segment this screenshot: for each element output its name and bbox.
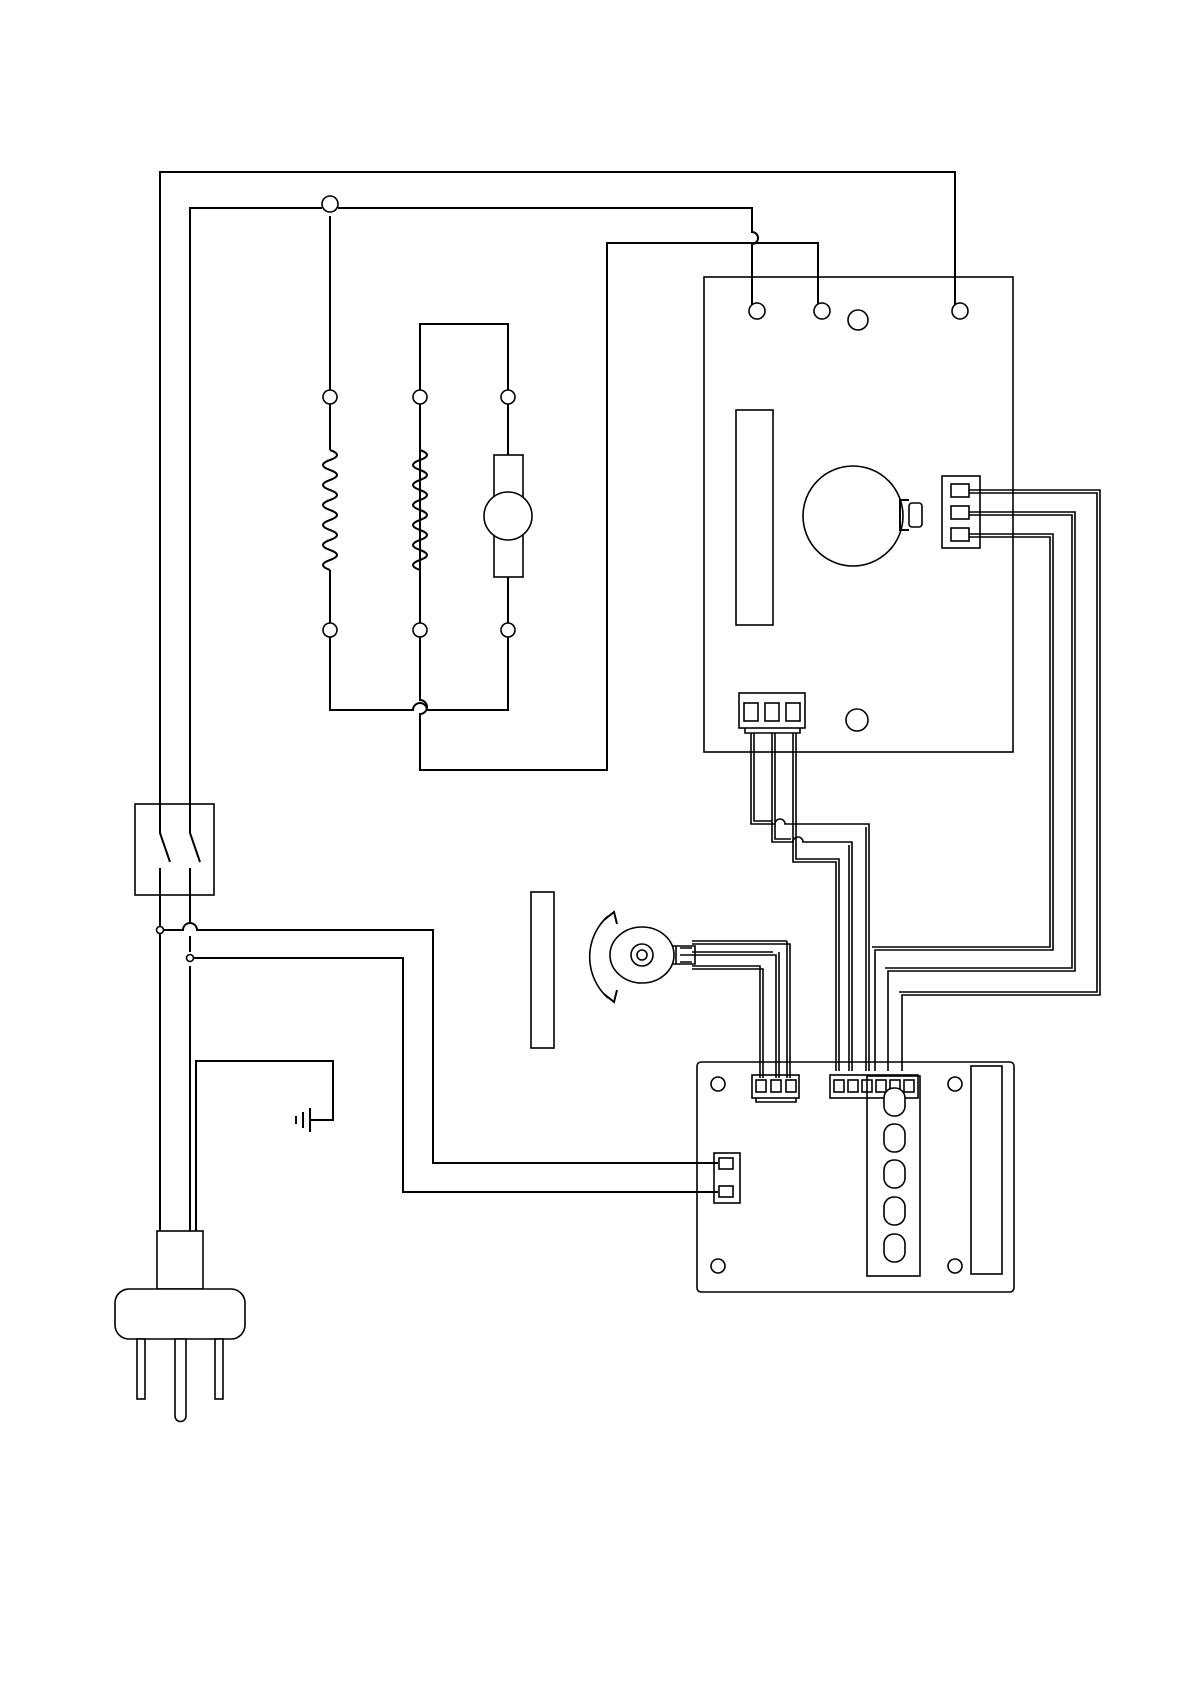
terminal-motor-bottom bbox=[501, 623, 515, 637]
relay-coil bbox=[803, 466, 903, 566]
small-capacitor bbox=[909, 503, 922, 527]
power-plug-icon bbox=[115, 1231, 245, 1422]
terminal-heater-2-top bbox=[413, 390, 427, 404]
button-column bbox=[867, 1076, 920, 1276]
double-pole-switch-icon bbox=[135, 804, 214, 895]
terminal-heater-1-bottom bbox=[323, 623, 337, 637]
terminal-motor-top bbox=[501, 390, 515, 404]
mounting-hole-2 bbox=[846, 709, 868, 731]
relay-terminal-2 bbox=[814, 303, 830, 319]
relay-board bbox=[704, 277, 1013, 752]
relay-component bbox=[736, 410, 773, 625]
board-display-strip bbox=[971, 1066, 1002, 1274]
mounting-hole-br bbox=[948, 1259, 962, 1273]
mounting-hole-tr bbox=[948, 1077, 962, 1091]
relay-connector-bottom bbox=[739, 693, 805, 733]
display-window bbox=[531, 892, 554, 1048]
terminal-heater-2-bottom bbox=[413, 623, 427, 637]
mounting-hole bbox=[848, 310, 868, 330]
control-board bbox=[697, 1062, 1014, 1292]
control-connector-pot bbox=[752, 1075, 799, 1102]
relay-terminal-3 bbox=[952, 303, 968, 319]
ground-symbol-icon bbox=[296, 1108, 310, 1132]
relay-terminal-1 bbox=[749, 303, 765, 319]
heater-motor-bank bbox=[322, 196, 532, 710]
control-connector-power bbox=[714, 1153, 740, 1203]
junction-top bbox=[322, 196, 338, 212]
heating-element-left-icon bbox=[323, 404, 337, 623]
rotary-knob-potentiometer-icon bbox=[590, 912, 790, 1078]
mounting-hole-tl bbox=[711, 1077, 725, 1091]
terminal-heater-1-top bbox=[323, 390, 337, 404]
sensor-wires bbox=[751, 490, 1100, 1071]
mounting-hole-bl bbox=[711, 1259, 725, 1273]
fan-motor-icon bbox=[484, 404, 532, 623]
